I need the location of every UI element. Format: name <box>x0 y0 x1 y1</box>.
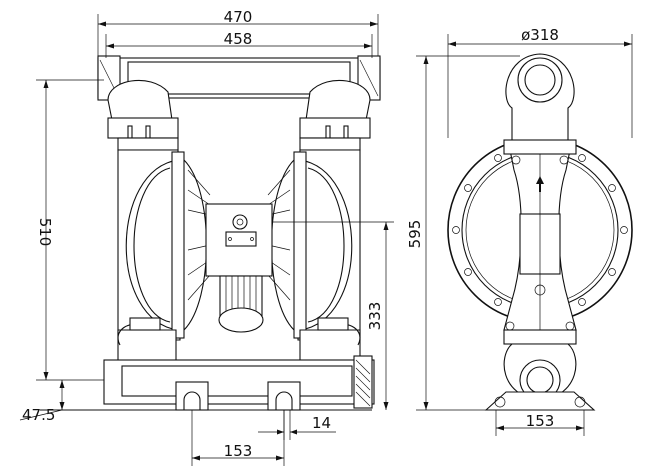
left-chamber <box>117 149 211 341</box>
dim-595-label: 595 <box>406 220 424 249</box>
dim-318-label: ø318 <box>521 26 559 44</box>
dim-47-5-label: 47.5 <box>22 406 55 424</box>
side-bottom-port <box>484 321 596 411</box>
center-block <box>205 203 273 277</box>
side-manifold-column <box>503 130 577 331</box>
dimension-595: 595 <box>406 55 520 411</box>
dim-153-front-label: 153 <box>224 442 253 460</box>
left-upper-elbow <box>107 79 179 151</box>
dim-14-label: 14 <box>312 414 331 432</box>
side-top-port <box>503 53 577 165</box>
right-upper-elbow <box>299 79 371 151</box>
dim-333-label: 333 <box>366 302 384 331</box>
dimension-458: 458 <box>105 30 373 58</box>
dim-458-label: 458 <box>224 30 253 48</box>
dimension-510: 510 <box>36 79 104 381</box>
air-muffler <box>218 275 264 333</box>
dimension-333: 333 <box>272 221 394 410</box>
dim-510-label: 510 <box>36 218 54 247</box>
dimension-153-front: 153 <box>191 410 285 466</box>
right-lower-elbow <box>299 317 361 363</box>
dimension-470: 470 <box>97 8 379 56</box>
dim-153-side-label: 153 <box>526 412 555 430</box>
bottom-manifold <box>40 355 375 411</box>
dimension-14: 14 <box>258 410 336 440</box>
dimension-318: ø318 <box>447 26 633 138</box>
dimension-153-side: 153 <box>495 410 585 436</box>
side-view: ø318 595 153 <box>406 26 633 436</box>
dimension-47-5: 47.5 <box>19 380 65 424</box>
front-view: 470 458 510 333 47 <box>19 8 394 466</box>
right-chamber <box>267 149 361 341</box>
dim-470-label: 470 <box>224 8 253 26</box>
